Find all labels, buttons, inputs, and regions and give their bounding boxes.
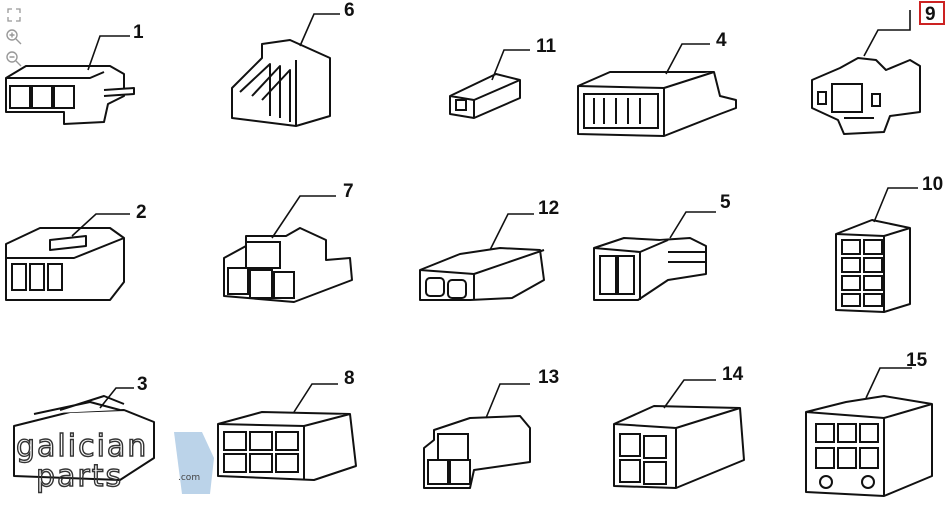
zoom-out-icon[interactable]	[4, 50, 24, 68]
callout-14: 14	[722, 364, 744, 385]
callout-1: 1	[133, 22, 144, 43]
connector-part-5[interactable]: 5	[593, 192, 731, 301]
callout-9: 9	[925, 4, 936, 25]
callout-15: 15	[906, 350, 928, 371]
callout-4: 4	[716, 30, 727, 51]
callout-5: 5	[720, 192, 731, 213]
connector-part-14[interactable]: 14	[613, 364, 745, 489]
watermark-suffix: .com	[178, 473, 200, 483]
connector-part-10[interactable]: 10	[835, 174, 943, 313]
connector-part-11[interactable]: 11	[449, 36, 557, 119]
connector-part-4[interactable]: 4	[577, 30, 737, 137]
callout-12: 12	[538, 198, 559, 219]
callout-6: 6	[344, 0, 355, 21]
callout-11: 11	[536, 36, 557, 57]
watermark-line2: parts	[36, 459, 123, 494]
callout-3: 3	[137, 374, 148, 395]
callout-13: 13	[538, 367, 559, 388]
galicianparts-watermark: galician parts .com	[15, 428, 214, 495]
connector-part-7[interactable]: 7	[223, 181, 354, 303]
connector-part-3[interactable]: 3	[13, 374, 155, 481]
callout-7: 7	[343, 181, 354, 202]
fit-screen-icon[interactable]	[4, 6, 24, 24]
callout-2: 2	[136, 202, 147, 223]
viewer-toolbar	[4, 6, 26, 68]
connector-part-12[interactable]: 12	[419, 198, 559, 301]
connector-part-9[interactable]: 9	[811, 1, 945, 135]
callout-10: 10	[922, 174, 943, 195]
callout-8: 8	[344, 368, 355, 389]
watermark-line1: galician	[16, 429, 148, 464]
connector-part-2[interactable]: 2	[5, 202, 147, 301]
zoom-in-icon[interactable]	[4, 28, 24, 46]
connector-part-6[interactable]: 6	[231, 0, 355, 127]
connector-part-13[interactable]: 13	[423, 367, 559, 489]
watermark-accent-shape	[174, 432, 214, 494]
connector-part-15[interactable]: 15	[805, 350, 933, 497]
selected-callout-box	[919, 1, 945, 25]
connector-part-1[interactable]: 1	[5, 22, 144, 125]
connector-part-8[interactable]: 8	[217, 368, 357, 481]
